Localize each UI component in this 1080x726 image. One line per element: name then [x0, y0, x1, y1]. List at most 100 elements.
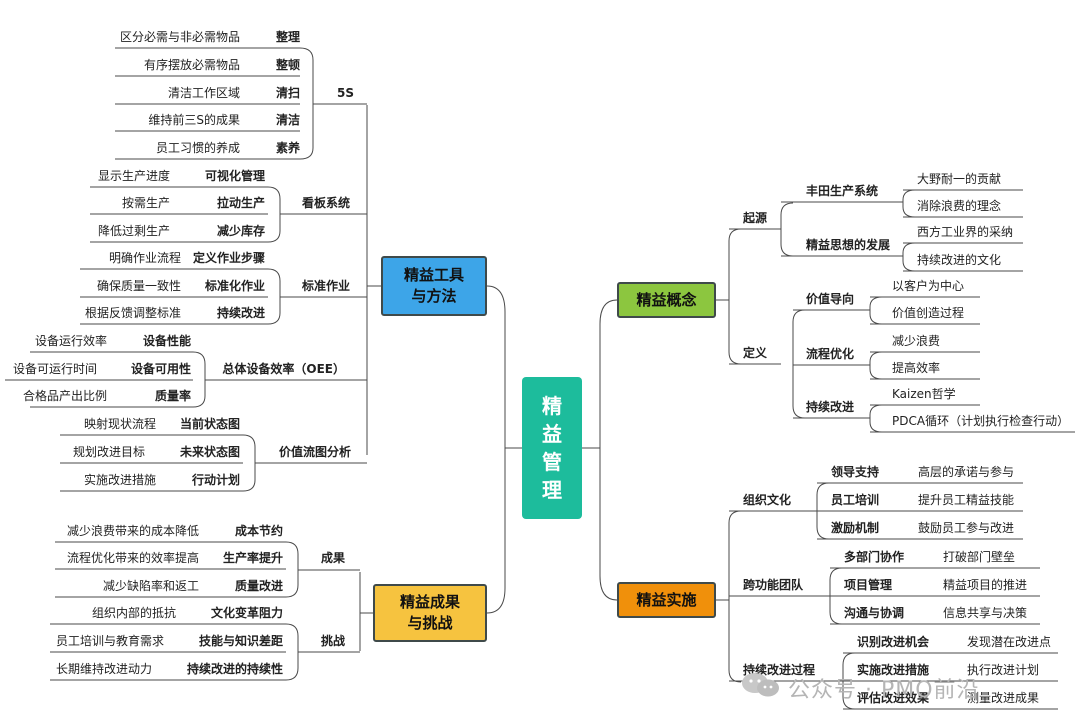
sub-bracket	[902, 242, 916, 272]
definition-sub: 减少浪费	[892, 334, 941, 348]
group-origin[interactable]: 起源	[743, 211, 768, 225]
kanban-desc: 显示生产进度	[97, 169, 170, 183]
group-standard[interactable]: 标准作业	[302, 279, 351, 293]
wechat-icon	[742, 673, 779, 697]
kanban-bracket	[267, 186, 281, 243]
kanban-desc: 降低过剩生产	[97, 224, 170, 238]
branch-implement[interactable]: 精益实施	[617, 582, 716, 618]
origin-item[interactable]: 精益思想的发展	[806, 238, 891, 252]
5s-item[interactable]: 整理	[276, 30, 301, 44]
to-tools	[486, 285, 506, 448]
5s-desc: 清洁工作区域	[167, 86, 240, 100]
process-desc: 测量改进成果	[967, 691, 1040, 705]
group-oee[interactable]: 总体设备效率（OEE）	[222, 362, 345, 376]
definition-sub: 价值创造过程	[892, 306, 965, 320]
standard-item[interactable]: 标准化作业	[204, 279, 265, 293]
outcome-desc: 减少缺陷率和返工	[102, 579, 199, 593]
culture-item[interactable]: 员工培训	[831, 493, 880, 507]
definition-sub: Kaizen哲学	[892, 387, 956, 401]
group-culture[interactable]: 组织文化	[743, 493, 792, 507]
definition-item[interactable]: 持续改进	[806, 400, 855, 414]
kanban-item[interactable]: 减少库存	[216, 224, 265, 238]
center-node-label: 精益管理	[542, 394, 562, 502]
group-kanban[interactable]: 看板系统	[302, 196, 351, 210]
origin-item[interactable]: 丰田生产系统	[806, 184, 879, 198]
culture-desc: 高层的承诺与参与	[918, 465, 1015, 479]
5s-item[interactable]: 清扫	[276, 86, 301, 100]
team-item[interactable]: 沟通与协调	[844, 606, 905, 620]
definition-bracket	[792, 309, 806, 419]
kanban-desc: 按需生产	[121, 196, 170, 210]
oee-desc: 合格品产出比例	[22, 389, 107, 403]
oee-item[interactable]: 设备性能	[142, 334, 191, 348]
outcome-desc: 减少浪费带来的成本降低	[66, 524, 199, 538]
definition-sub: 提高效率	[892, 361, 941, 375]
culture-item[interactable]: 激励机制	[831, 521, 880, 535]
vsm-item[interactable]: 行动计划	[191, 473, 240, 487]
5s-desc: 员工习惯的养成	[155, 141, 240, 155]
5s-item[interactable]: 清洁	[276, 113, 301, 127]
sub-bracket	[869, 351, 883, 380]
sub-bracket	[869, 404, 883, 433]
5s-item[interactable]: 整顿	[276, 58, 301, 72]
process-item[interactable]: 实施改进措施	[857, 663, 930, 677]
5s-desc: 维持前三S的成果	[148, 113, 240, 127]
outcome-desc: 流程优化带来的效率提高	[66, 551, 199, 565]
group-process[interactable]: 持续改进过程	[743, 663, 816, 677]
culture-item[interactable]: 领导支持	[831, 465, 880, 479]
process-item[interactable]: 评估改进效果	[857, 691, 930, 705]
branch-results[interactable]: 精益成果 与挑战	[373, 584, 487, 642]
vsm-desc: 规划改进目标	[72, 445, 145, 459]
team-item[interactable]: 多部门协作	[844, 550, 905, 564]
kanban-item[interactable]: 拉动生产	[216, 196, 265, 210]
group-outcomes[interactable]: 成果	[320, 551, 345, 565]
challenge-desc: 长期维持改进动力	[55, 662, 152, 676]
origin-sub: 持续改进的文化	[917, 253, 1002, 267]
watermark-text: 公众号 · PMO前沿	[788, 678, 980, 703]
5s-item[interactable]: 素养	[276, 141, 301, 155]
to-results	[486, 448, 506, 614]
challenge-item[interactable]: 持续改进的持续性	[186, 662, 283, 676]
standard-bracket	[267, 268, 281, 325]
vsm-item[interactable]: 未来状态图	[179, 445, 240, 459]
vsm-desc: 映射现状流程	[83, 417, 156, 431]
standard-item[interactable]: 定义作业步骤	[192, 251, 265, 265]
outcomes-bracket	[285, 541, 299, 598]
challenge-item[interactable]: 技能与知识差距	[198, 634, 283, 648]
outcome-item[interactable]: 质量改进	[234, 579, 283, 593]
oee-item[interactable]: 质量率	[154, 389, 191, 403]
5s-desc: 有序摆放必需物品	[143, 58, 240, 72]
center-node[interactable]: 精益管理	[522, 377, 582, 519]
group-team[interactable]: 跨功能团队	[743, 578, 804, 592]
oee-bracket	[192, 351, 206, 408]
standard-item[interactable]: 持续改进	[216, 306, 265, 320]
oee-item[interactable]: 设备可用性	[130, 362, 191, 376]
branch-concept[interactable]: 精益概念	[617, 282, 716, 318]
standard-desc: 明确作业流程	[108, 251, 181, 265]
challenge-item[interactable]: 文化变革阻力	[210, 606, 283, 620]
team-item[interactable]: 项目管理	[844, 578, 893, 592]
origin-sub: 大野耐一的贡献	[917, 172, 1002, 186]
definition-sub: 以客户为中心	[892, 279, 965, 293]
oee-desc: 设备运行效率	[34, 334, 107, 348]
process-item[interactable]: 识别改进机会	[857, 635, 930, 649]
outcome-item[interactable]: 成本节约	[234, 524, 283, 538]
definition-item[interactable]: 流程优化	[806, 347, 855, 361]
branch-tools[interactable]: 精益工具 与方法	[381, 256, 487, 316]
culture-desc: 鼓励员工参与改进	[918, 521, 1015, 535]
definition-item[interactable]: 价值导向	[806, 292, 855, 306]
group-definition[interactable]: 定义	[743, 346, 768, 360]
vsm-item[interactable]: 当前状态图	[179, 417, 240, 431]
origin-bracket	[780, 202, 794, 257]
group-vsm[interactable]: 价值流图分析	[278, 445, 351, 459]
group-challenges[interactable]: 挑战	[320, 634, 345, 648]
outcome-item[interactable]: 生产率提升	[222, 551, 283, 565]
challenges-bracket	[285, 623, 299, 681]
challenge-desc: 员工培训与教育需求	[55, 634, 164, 648]
kanban-item[interactable]: 可视化管理	[204, 169, 265, 183]
concept-bracket	[728, 228, 742, 365]
origin-sub: 西方工业界的采纳	[917, 225, 1014, 239]
group-5s[interactable]: 5S	[337, 86, 354, 100]
